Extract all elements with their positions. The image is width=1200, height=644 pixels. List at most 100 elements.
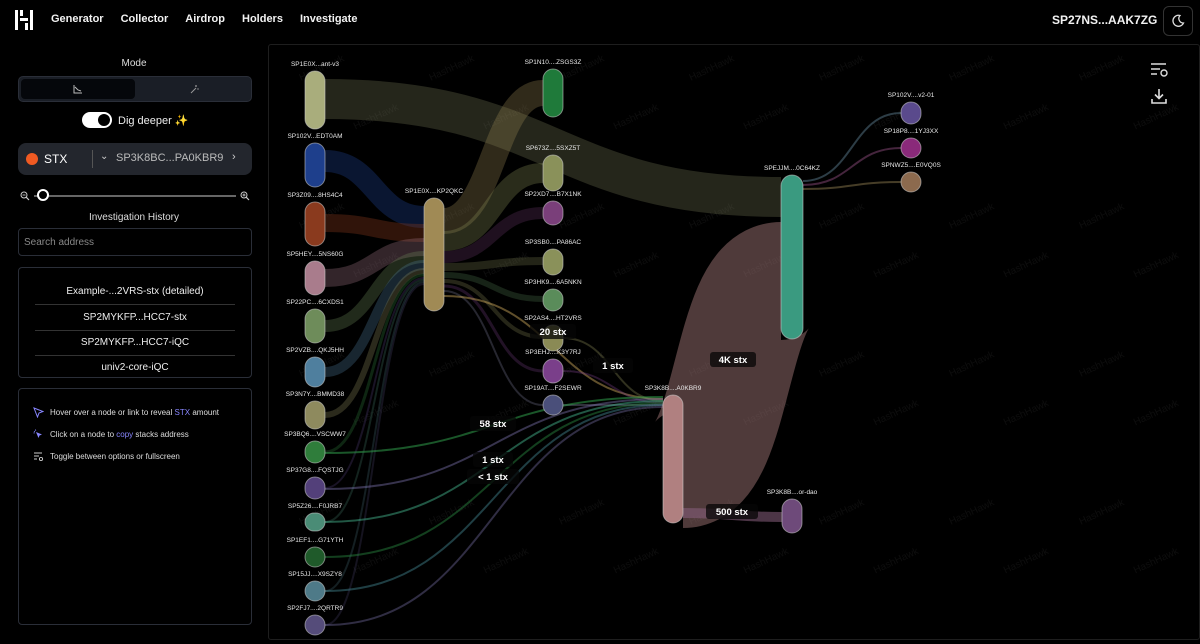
flow-link[interactable] xyxy=(324,406,664,626)
flow-link[interactable] xyxy=(802,147,902,186)
nav-investigate[interactable]: Investigate xyxy=(299,13,358,25)
flow-amount-label: < 1 stx xyxy=(478,472,509,483)
flow-link[interactable] xyxy=(802,181,902,190)
flow-link[interactable] xyxy=(802,112,902,182)
flow-link[interactable] xyxy=(443,279,544,339)
node-m3[interactable] xyxy=(542,200,564,226)
history-item[interactable]: SP2MYKFP...HCC7-iQC xyxy=(80,337,190,348)
node-m1[interactable] xyxy=(542,68,564,118)
watermark-text: HashHawk xyxy=(1132,546,1181,577)
node-n8[interactable] xyxy=(304,440,326,464)
node-n9[interactable] xyxy=(304,476,326,500)
zoom-in-icon[interactable] xyxy=(240,191,250,201)
flow-link[interactable] xyxy=(324,283,425,626)
watermark-text: HashHawk xyxy=(1002,398,1051,429)
moon-icon xyxy=(1172,14,1185,27)
node-m4[interactable] xyxy=(542,248,564,276)
filter-settings-icon[interactable] xyxy=(1149,61,1169,77)
node-m5[interactable] xyxy=(542,288,564,312)
node-n3[interactable] xyxy=(304,201,326,247)
zoom-track[interactable] xyxy=(34,195,236,197)
node-n11[interactable] xyxy=(304,546,326,568)
flow-link[interactable] xyxy=(324,268,425,418)
node-label: SP3SB0....PA86AC xyxy=(525,239,582,246)
node-m8[interactable] xyxy=(542,394,564,416)
click-icon xyxy=(33,429,42,438)
flow-link[interactable] xyxy=(443,207,544,263)
logo-icon[interactable] xyxy=(14,9,34,31)
zoom-out-icon[interactable] xyxy=(20,191,30,201)
asset-selector[interactable]: STX ⌄ SP3K8BC...PA0KBR9 › xyxy=(18,143,252,175)
download-icon[interactable] xyxy=(1150,87,1168,105)
history-separator xyxy=(35,304,235,305)
flow-link[interactable] xyxy=(324,281,425,592)
flow-link[interactable] xyxy=(324,277,425,489)
flow-link[interactable] xyxy=(443,290,544,406)
node-d[interactable] xyxy=(781,498,803,534)
nav-holders[interactable]: Holders xyxy=(242,13,283,25)
watermark-text: HashHawk xyxy=(558,53,607,84)
watermark-text: HashHawk xyxy=(1132,102,1181,133)
help-toggle: Toggle between options or fullscreen xyxy=(33,451,180,462)
watermark-text: HashHawk xyxy=(1078,497,1127,528)
node-n7[interactable] xyxy=(304,400,326,430)
node-m2[interactable] xyxy=(542,154,564,192)
flow-label-bg xyxy=(467,469,519,484)
zoom-thumb[interactable] xyxy=(37,189,49,201)
flow-link[interactable] xyxy=(562,370,664,404)
flow-link[interactable] xyxy=(324,251,425,332)
flow-link[interactable] xyxy=(443,272,544,302)
flow-link[interactable] xyxy=(324,238,425,287)
flow-link[interactable] xyxy=(443,163,544,251)
node-n12[interactable] xyxy=(304,580,326,602)
flow-link[interactable] xyxy=(324,260,425,377)
node-e[interactable] xyxy=(780,174,804,340)
flow-link[interactable] xyxy=(443,257,544,271)
flow-link[interactable] xyxy=(324,273,425,454)
search-address-input[interactable] xyxy=(18,228,252,256)
chevron-down-icon[interactable]: ⌄ xyxy=(100,151,109,162)
node-n4[interactable] xyxy=(304,260,326,296)
account-address[interactable]: SP27NS...AAK7ZG xyxy=(1052,13,1158,27)
chevron-right-icon[interactable]: › xyxy=(232,151,236,163)
flow-link[interactable] xyxy=(324,404,664,592)
nodes-layer: SP1E0X...ant-v3SP102V...EDT0AMSP3Z09....… xyxy=(284,59,941,636)
node-r3[interactable] xyxy=(900,171,922,193)
node-h[interactable] xyxy=(423,197,445,312)
flow-label-bg xyxy=(593,358,633,373)
node-n6[interactable] xyxy=(304,356,326,388)
flow-link[interactable] xyxy=(324,214,425,242)
flow-link[interactable] xyxy=(651,222,813,528)
flow-link[interactable] xyxy=(324,150,425,228)
mode-option-wand[interactable] xyxy=(137,79,251,99)
watermark-text: HashHawk xyxy=(818,201,867,232)
node-n10[interactable] xyxy=(304,512,326,532)
nav-airdrop[interactable]: Airdrop xyxy=(185,13,225,25)
node-label: SP1E0X....KP2QKC xyxy=(405,188,463,195)
watermark-text: HashHawk xyxy=(688,53,737,84)
node-n13[interactable] xyxy=(304,614,326,636)
node-n1[interactable] xyxy=(304,70,326,130)
node-n5[interactable] xyxy=(304,308,326,344)
node-t[interactable] xyxy=(662,394,684,524)
nav-generator[interactable]: Generator xyxy=(51,13,104,25)
node-m7[interactable] xyxy=(542,358,564,384)
theme-toggle-button[interactable] xyxy=(1163,6,1193,36)
flow-link[interactable] xyxy=(324,79,782,217)
node-r1[interactable] xyxy=(900,101,922,125)
nav-collector[interactable]: Collector xyxy=(120,13,169,25)
history-item[interactable]: univ2-core-iQC xyxy=(101,362,169,373)
flow-link[interactable] xyxy=(324,279,425,523)
node-r2[interactable] xyxy=(900,137,922,159)
flow-link[interactable] xyxy=(443,284,544,373)
history-item[interactable]: Example-...2VRS-stx (detailed) xyxy=(66,286,204,297)
dig-deeper-toggle[interactable] xyxy=(82,112,112,128)
flow-link[interactable] xyxy=(442,80,545,234)
node-n2[interactable] xyxy=(304,142,326,188)
flow-link[interactable] xyxy=(324,398,664,490)
history-separator xyxy=(35,355,235,356)
history-item[interactable]: SP2MYKFP...HCC7-stx xyxy=(83,312,187,323)
mode-option-chart[interactable] xyxy=(21,79,135,99)
